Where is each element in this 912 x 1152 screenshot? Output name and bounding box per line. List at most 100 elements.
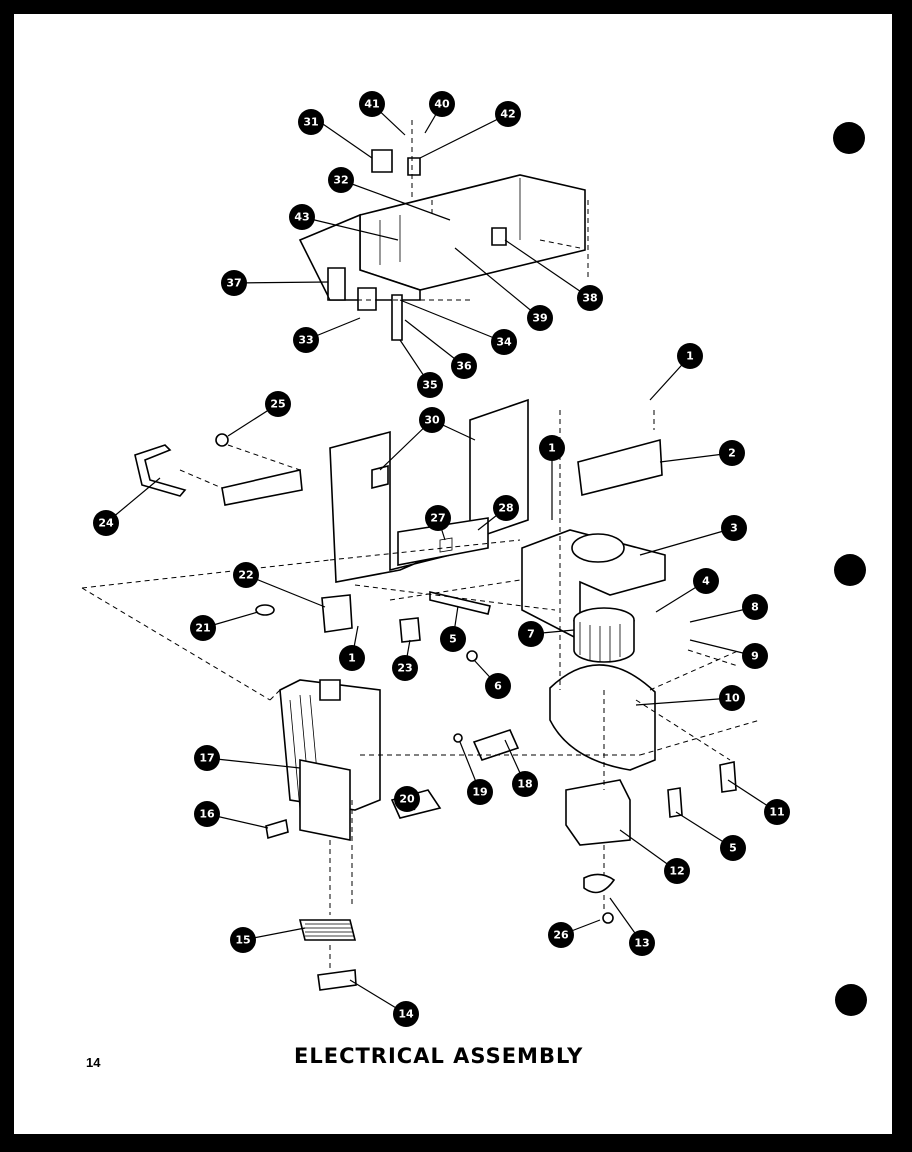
bracket-assembly: [521, 438, 666, 642]
callout-label: 38: [582, 292, 597, 305]
callout-33: 33: [293, 327, 319, 353]
callout-4: 4: [693, 568, 719, 594]
callout-label: 1: [348, 652, 356, 665]
callout-label: 27: [430, 512, 445, 525]
callout-label: 34: [496, 336, 512, 349]
callout-label: 28: [498, 502, 513, 515]
callout-39: 39: [527, 305, 553, 331]
callout-43: 43: [289, 204, 315, 230]
callout-label: 5: [449, 633, 457, 646]
callout-label: 10: [724, 692, 740, 705]
callout-label: 1: [548, 442, 556, 455]
callout-label: 35: [422, 379, 437, 392]
callout-label: 7: [527, 628, 535, 641]
callout-30: 30: [419, 407, 445, 433]
exploded-view-drawing: 41 40 31 42 32 43 39 38 37 33 34 36 35 1…: [81, 91, 867, 1027]
callout-label: 23: [397, 662, 412, 675]
callout-41: 41: [359, 91, 385, 117]
callout-40: 40: [429, 91, 455, 117]
callout-9: 9: [742, 643, 768, 669]
callout-label: 6: [494, 680, 502, 693]
diagram-sheet: 41 40 31 42 32 43 39 38 37 33 34 36 35 1…: [14, 14, 892, 1134]
callout-1: 1: [677, 343, 703, 369]
callout-10: 10: [719, 685, 745, 711]
callout-label: 21: [195, 622, 210, 635]
callout-28: 28: [493, 495, 519, 521]
callout-label: 30: [424, 414, 440, 427]
callout-12: 12: [664, 858, 690, 884]
cavity-wall-assembly: [329, 398, 529, 583]
callout-31: 31: [298, 109, 324, 135]
callout-label: 40: [434, 98, 450, 111]
callout-36: 36: [451, 353, 477, 379]
callout-17: 17: [194, 745, 220, 771]
callout-label: 1: [686, 350, 694, 363]
callout-label: 13: [634, 937, 649, 950]
callout-label: 8: [751, 601, 759, 614]
small-parts: [255, 590, 520, 840]
callout-7: 7: [518, 621, 544, 647]
callout-label: 33: [298, 334, 313, 347]
callout-label: 39: [532, 312, 547, 325]
callout-label: 16: [199, 808, 215, 821]
callout-20: 20: [394, 786, 420, 812]
callout-label: 37: [226, 277, 241, 290]
callout-label: 25: [270, 398, 285, 411]
callout-22: 22: [233, 562, 259, 588]
callout-label: 19: [472, 786, 487, 799]
callout-2: 2: [719, 440, 745, 466]
callout-label: 18: [517, 778, 532, 791]
callout-15: 15: [230, 927, 256, 953]
callout-24: 24: [93, 510, 119, 536]
callout-label: 4: [702, 575, 710, 588]
callout-label: 11: [769, 806, 784, 819]
callout-label: 14: [398, 1008, 414, 1021]
callout-label: 2: [728, 447, 736, 460]
callout-19: 19: [467, 779, 493, 805]
callout-1: 1: [339, 645, 365, 671]
callout-label: 43: [294, 211, 309, 224]
callout-27: 27: [425, 505, 451, 531]
callout-32: 32: [328, 167, 354, 193]
callout-label: 22: [238, 569, 253, 582]
callout-label: 20: [399, 793, 415, 806]
callout-label: 36: [456, 360, 472, 373]
callout-label: 31: [303, 116, 318, 129]
blower-assembly: [549, 607, 737, 924]
callout-21: 21: [190, 615, 216, 641]
rod-assembly: [134, 433, 303, 506]
callout-14: 14: [393, 1001, 419, 1027]
callout-5: 5: [720, 835, 746, 861]
callout-label: 42: [500, 108, 515, 121]
callout-label: 17: [199, 752, 214, 765]
callout-label: 9: [751, 650, 759, 663]
callout-25: 25: [265, 391, 291, 417]
magnetron: [279, 679, 381, 841]
callout-16: 16: [194, 801, 220, 827]
page-number: 14: [86, 1055, 101, 1070]
callout-23: 23: [392, 655, 418, 681]
callout-35: 35: [417, 372, 443, 398]
callout-18: 18: [512, 771, 538, 797]
binder-hole: [833, 122, 865, 154]
callout-label: 24: [98, 517, 114, 530]
callout-1: 1: [539, 435, 565, 461]
callout-label: 32: [333, 174, 348, 187]
diagram-title: ELECTRICAL ASSEMBLY: [294, 1044, 584, 1068]
callout-label: 3: [730, 522, 738, 535]
callout-label: 26: [553, 929, 569, 942]
callout-3: 3: [721, 515, 747, 541]
callout-label: 41: [364, 98, 379, 111]
callout-37: 37: [221, 270, 247, 296]
callout-13: 13: [629, 930, 655, 956]
callout-6: 6: [485, 673, 511, 699]
binder-hole: [834, 554, 866, 586]
filter-assembly: [298, 800, 357, 991]
callout-34: 34: [491, 329, 517, 355]
control-panel-assembly: [298, 120, 589, 341]
callout-label: 15: [235, 934, 250, 947]
callout-label: 12: [669, 865, 684, 878]
binder-hole: [835, 984, 867, 1016]
callout-8: 8: [742, 594, 768, 620]
callout-5: 5: [440, 626, 466, 652]
